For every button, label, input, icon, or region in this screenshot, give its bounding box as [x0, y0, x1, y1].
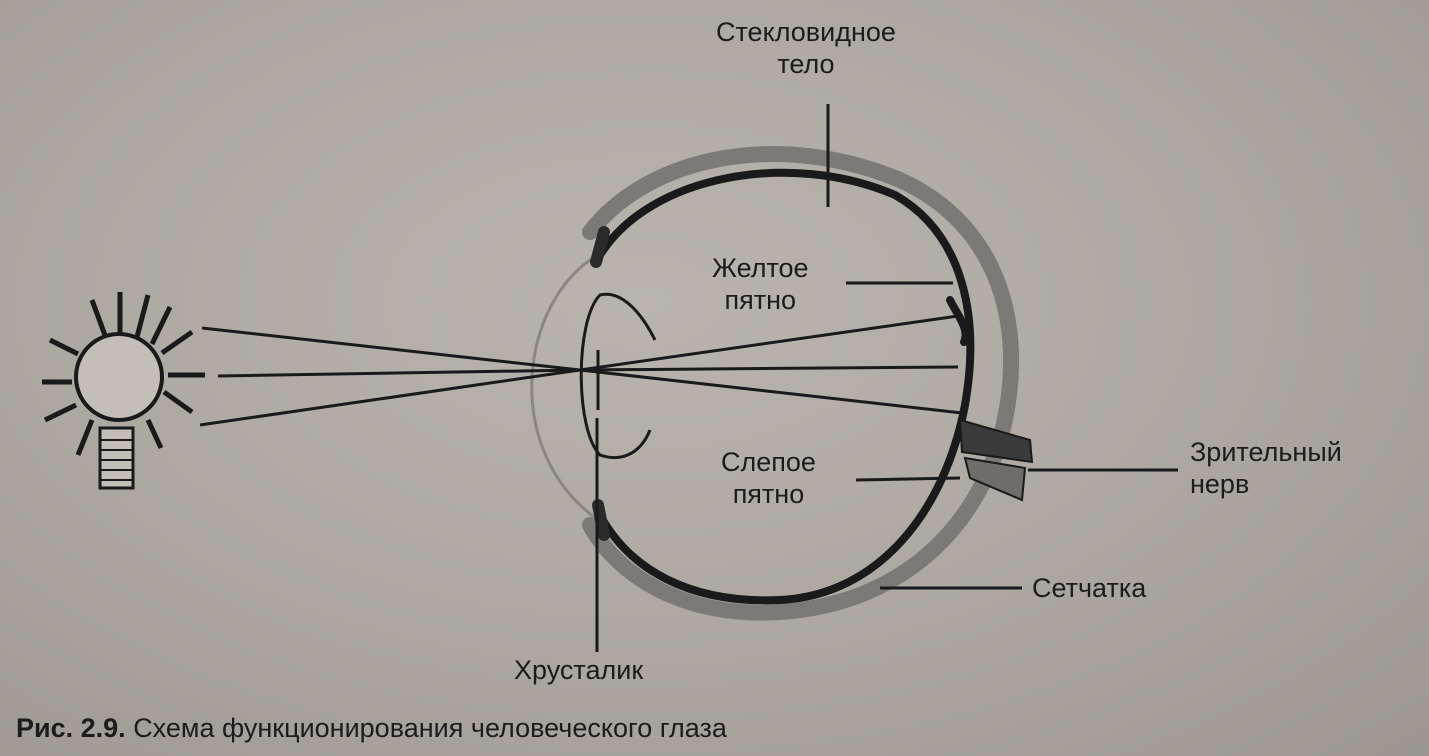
- macula-notch: [946, 296, 970, 346]
- label-optic-nerve-line1: Зрительный: [1190, 437, 1342, 467]
- label-blind-spot-line2: пятно: [732, 479, 805, 509]
- figure-caption: Рис. 2.9. Схема функционирования человеч…: [16, 711, 727, 745]
- label-macula-line2: пятно: [724, 285, 797, 315]
- sclera: [582, 146, 1020, 621]
- lens: [579, 292, 657, 460]
- caption-number: Рис. 2.9.: [16, 713, 126, 743]
- optic-nerve: [958, 418, 1034, 502]
- label-macula-line1: Желтое: [712, 253, 809, 283]
- label-vitreous-body: Стекловидное тело: [716, 16, 896, 80]
- label-blind-spot-line1: Слепое: [721, 447, 816, 477]
- bulb-base-threads: [100, 439, 133, 481]
- light-rays: [199, 314, 963, 427]
- label-lens: Хрусталик: [514, 655, 644, 685]
- bulb-base: [98, 426, 135, 490]
- label-vitreous-line1: Стекловидное: [716, 17, 896, 47]
- cornea: [530, 253, 600, 522]
- leader-blind-spot: [855, 476, 961, 482]
- light-bulb-icon: [42, 292, 205, 490]
- iris-lower: [592, 499, 610, 541]
- caption-text: Схема функционирования человеческого гла…: [133, 713, 727, 743]
- label-blind-spot: Слепое пятно: [721, 446, 816, 510]
- leader-lines: [595, 104, 1178, 652]
- label-optic-nerve-line2: нерв: [1190, 469, 1250, 499]
- eyeball: [530, 146, 1020, 621]
- bulb-glass: [74, 332, 164, 422]
- retina: [596, 168, 975, 605]
- label-vitreous-line2: тело: [777, 49, 835, 79]
- label-macula: Желтое пятно: [712, 252, 809, 316]
- iris-upper: [590, 226, 610, 268]
- label-retina: Сетчатка: [1032, 573, 1147, 603]
- bulb-rays: [42, 292, 205, 456]
- label-optic-nerve: Зрительный нерв: [1190, 436, 1342, 500]
